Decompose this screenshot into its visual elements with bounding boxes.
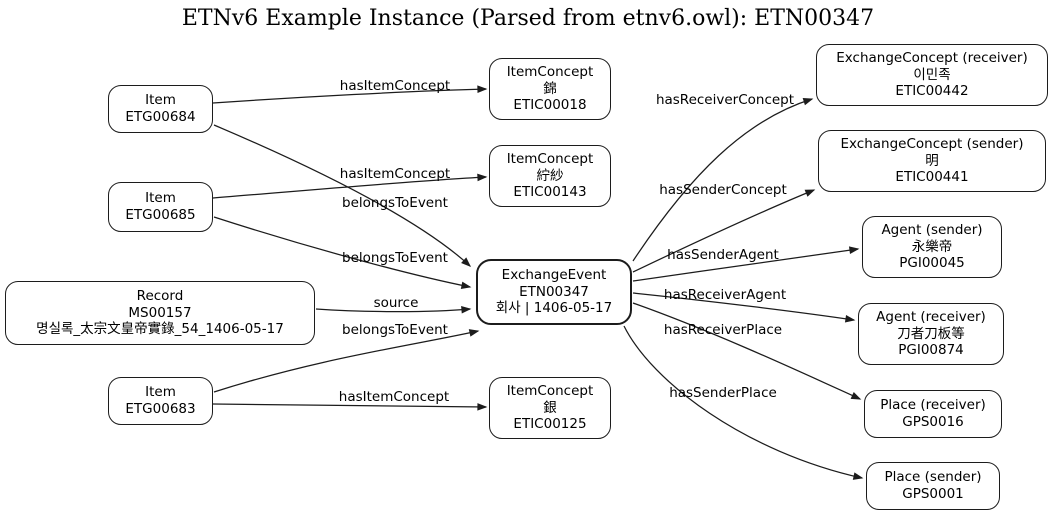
node-line: ExchangeConcept (sender) (840, 135, 1024, 152)
edge-label-hasitemconcept: hasItemConcept (338, 389, 450, 405)
edge-hassenderconcept (632, 189, 816, 273)
node-line: Place (receiver) (880, 397, 986, 414)
edge-label-hassenderconcept: hasSenderConcept (659, 182, 787, 198)
node-line: ETG00683 (125, 401, 196, 417)
edge-label-belongstoevent: belongsToEvent (342, 195, 448, 211)
node-line: Item (145, 384, 176, 401)
node-agent-receiver: Agent (receiver) 刀者刀板等 PGI00874 (858, 303, 1004, 365)
edge-label-belongstoevent: belongsToEvent (342, 322, 448, 338)
edge-label-hasitemconcept: hasItemConcept (339, 78, 451, 94)
node-line: ItemConcept (506, 150, 594, 167)
node-line: GPS0016 (902, 414, 964, 430)
node-itemconcept-etic00018: ItemConcept 錦 ETIC00018 (489, 58, 611, 120)
node-exchangeconcept-sender: ExchangeConcept (sender) 明 ETIC00441 (818, 130, 1046, 192)
edge-label-belongstoevent: belongsToEvent (342, 250, 448, 266)
node-line: ItemConcept (506, 382, 594, 399)
edge-label-hasitemconcept: hasItemConcept (339, 166, 451, 182)
node-line: ETIC00442 (895, 83, 969, 100)
node-line: 明 (925, 152, 939, 169)
node-line: Item (145, 92, 176, 109)
node-line: 회사 | 1406-05-17 (495, 300, 613, 317)
node-line: ETIC00441 (895, 169, 969, 186)
edge-label-hasreceiveragent: hasReceiverAgent (663, 287, 787, 303)
edge-label-hassenderplace: hasSenderPlace (669, 385, 777, 401)
node-line: Agent (sender) (881, 221, 983, 238)
edge-belongstoevent-etg00684 (213, 124, 472, 267)
edge-hasreceiverplace (632, 302, 862, 400)
edge-label-hassenderagent: hasSenderAgent (667, 247, 779, 263)
edge-hassenderagent (632, 246, 860, 282)
node-line: ETIC00143 (513, 184, 587, 201)
edge-belongstoevent-etg00683 (213, 329, 480, 393)
edge-hassenderplace (623, 325, 864, 480)
node-record-ms00157: Record MS00157 명실록_太宗文皇帝實錄_54_1406-05-17 (5, 281, 315, 345)
node-line: ETN00347 (519, 283, 589, 300)
edge-label-source: source (373, 295, 419, 311)
node-line: ETIC00125 (513, 416, 587, 433)
edge-hasitemconcept-etg00684 (212, 85, 488, 104)
edge-source-record (315, 305, 472, 314)
node-line: MS00157 (128, 304, 192, 321)
node-line: Item (145, 190, 176, 207)
node-item-etg00684: Item ETG00684 (108, 85, 213, 133)
node-line: 刀者刀板等 (897, 325, 965, 342)
node-line: 錦 (543, 80, 557, 97)
edge-label-hasreceiverplace: hasReceiverPlace (663, 322, 783, 338)
node-line: Record (136, 287, 184, 304)
node-line: ExchangeEvent (501, 266, 607, 283)
edge-hasitemconcept-etg00685 (212, 173, 488, 199)
node-exchangeconcept-receiver: ExchangeConcept (receiver) 이민족 ETIC00442 (816, 44, 1048, 106)
node-line: 紵紗 (536, 167, 564, 184)
node-itemconcept-etic00125: ItemConcept 銀 ETIC00125 (489, 377, 611, 439)
node-line: ItemConcept (506, 63, 594, 80)
node-exchangeevent-etn00347: ExchangeEvent ETN00347 회사 | 1406-05-17 (476, 259, 632, 325)
node-item-etg00683: Item ETG00683 (108, 377, 213, 425)
edge-label-hasreceiverconcept: hasReceiverConcept (655, 92, 795, 108)
node-place-receiver: Place (receiver) GPS0016 (864, 390, 1002, 438)
node-line: ETG00685 (125, 207, 196, 223)
node-line: Place (sender) (884, 469, 982, 486)
node-line: PGI00045 (899, 255, 965, 272)
node-line: 永樂帝 (911, 238, 953, 255)
node-line: GPS0001 (902, 486, 964, 502)
node-line: Agent (receiver) (876, 308, 986, 325)
node-line: ETG00684 (125, 109, 196, 125)
node-agent-sender: Agent (sender) 永樂帝 PGI00045 (862, 216, 1002, 278)
edge-hasreceiveragent (632, 292, 856, 323)
node-line: 銀 (543, 399, 557, 416)
node-line: PGI00874 (898, 342, 964, 359)
node-line: ExchangeConcept (receiver) (836, 49, 1028, 66)
node-line: ETIC00018 (513, 97, 587, 114)
node-line: 이민족 (913, 66, 951, 83)
edge-hasreceiverconcept (632, 97, 814, 262)
node-itemconcept-etic00143: ItemConcept 紵紗 ETIC00143 (489, 145, 611, 207)
diagram-title: ETNv6 Example Instance (Parsed from etnv… (181, 6, 875, 31)
node-item-etg00685: Item ETG00685 (108, 182, 213, 232)
edge-belongstoevent-etg00685 (213, 216, 472, 290)
node-place-sender: Place (sender) GPS0001 (866, 462, 1000, 510)
edge-hasitemconcept-etg00683 (212, 403, 488, 411)
node-line: 명실록_太宗文皇帝實錄_54_1406-05-17 (36, 321, 284, 338)
